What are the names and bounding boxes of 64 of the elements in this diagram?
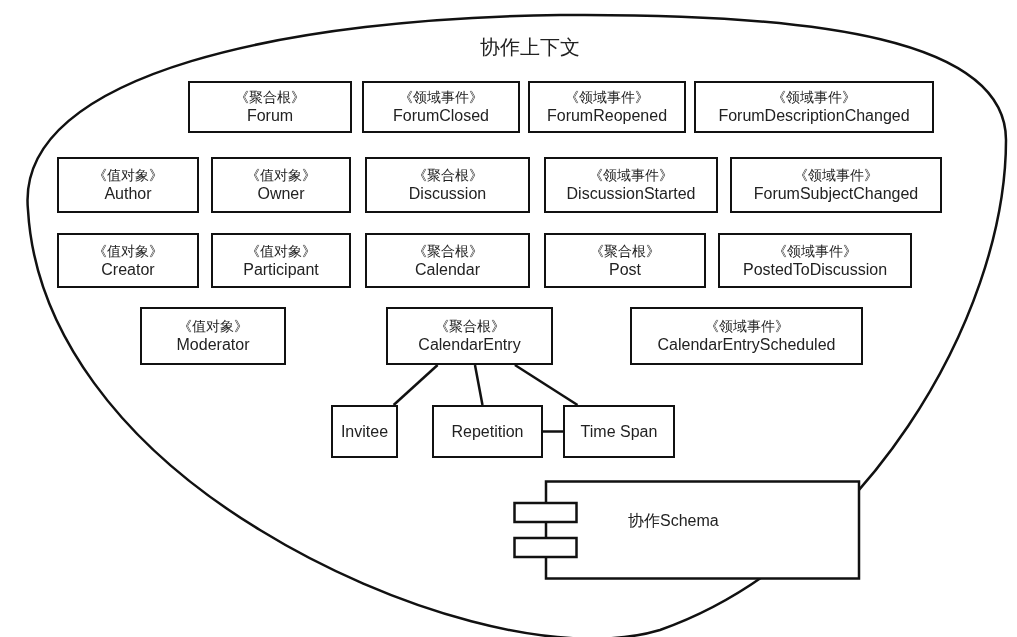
- stereotype-label: 《聚合根》: [235, 88, 305, 106]
- class-box: [211, 157, 351, 213]
- class-box: [432, 405, 543, 458]
- component-box: [513, 480, 861, 580]
- class-name: ForumDescriptionChanged: [718, 106, 910, 126]
- stereotype-label: 《聚合根》: [590, 241, 660, 260]
- stereotype-label: 《值对象》: [178, 317, 248, 335]
- class-box: [211, 233, 351, 288]
- class-box: [694, 81, 934, 133]
- class-name: ForumReopened: [546, 106, 668, 126]
- class-box: [140, 307, 286, 365]
- stereotype-label: 《领域事件》: [565, 88, 649, 106]
- class-box: [362, 81, 520, 133]
- connector-line: [392, 364, 439, 406]
- class-name: Creator: [101, 259, 155, 280]
- class-name: CalendarEntryScheduled: [657, 335, 836, 355]
- class-name: DiscussionStarted: [566, 184, 696, 204]
- stereotype-label: 《值对象》: [246, 166, 316, 184]
- stereotype-label: 《领域事件》: [704, 317, 789, 335]
- class-box: [528, 81, 686, 133]
- class-name: Owner: [257, 184, 305, 204]
- class-name: ForumSubjectChanged: [753, 184, 919, 204]
- stereotype-label: 《聚合根》: [412, 241, 483, 260]
- stereotype-label: 《聚合根》: [412, 166, 483, 184]
- context-title: 协作上下文: [480, 35, 580, 60]
- class-box: [331, 405, 398, 458]
- stereotype-label: 《领域事件》: [399, 88, 483, 106]
- class-name: Invitee: [340, 421, 389, 442]
- stereotype-label: 《值对象》: [93, 241, 163, 260]
- class-box: [544, 157, 718, 213]
- class-name: Author: [104, 184, 152, 204]
- class-box: [188, 81, 352, 133]
- class-name: ForumClosed: [393, 106, 489, 126]
- stereotype-label: 《聚合根》: [434, 317, 505, 335]
- class-box: [544, 233, 706, 288]
- class-box: [718, 233, 912, 288]
- class-box: [365, 233, 530, 288]
- class-box: [630, 307, 863, 365]
- stereotype-label: 《值对象》: [93, 166, 163, 184]
- class-box: [730, 157, 942, 213]
- stereotype-label: 《领域事件》: [773, 241, 857, 260]
- class-box: [57, 233, 199, 288]
- class-box: [365, 157, 530, 213]
- class-name: Forum: [246, 106, 294, 126]
- class-name: Repetition: [451, 421, 524, 442]
- connector-line: [473, 364, 484, 406]
- class-name: Calendar: [415, 259, 480, 280]
- class-name: CalendarEntry: [418, 335, 521, 355]
- class-box: [57, 157, 199, 213]
- stereotype-label: 《值对象》: [246, 241, 316, 260]
- stereotype-label: 《领域事件》: [772, 88, 856, 106]
- stereotype-label: 《领域事件》: [794, 166, 878, 184]
- class-name: Moderator: [176, 335, 250, 355]
- class-name: Post: [609, 259, 641, 280]
- class-name: Participant: [243, 259, 319, 280]
- connector-line: [514, 363, 579, 407]
- connector-line: [543, 430, 563, 433]
- class-box: [563, 405, 675, 458]
- class-box: [386, 307, 553, 365]
- class-name: Discussion: [408, 184, 487, 204]
- component-name: 协作Schema: [628, 511, 719, 531]
- class-name: Time Span: [580, 421, 658, 442]
- stereotype-label: 《领域事件》: [589, 166, 673, 184]
- class-name: PostedToDiscussion: [742, 259, 888, 280]
